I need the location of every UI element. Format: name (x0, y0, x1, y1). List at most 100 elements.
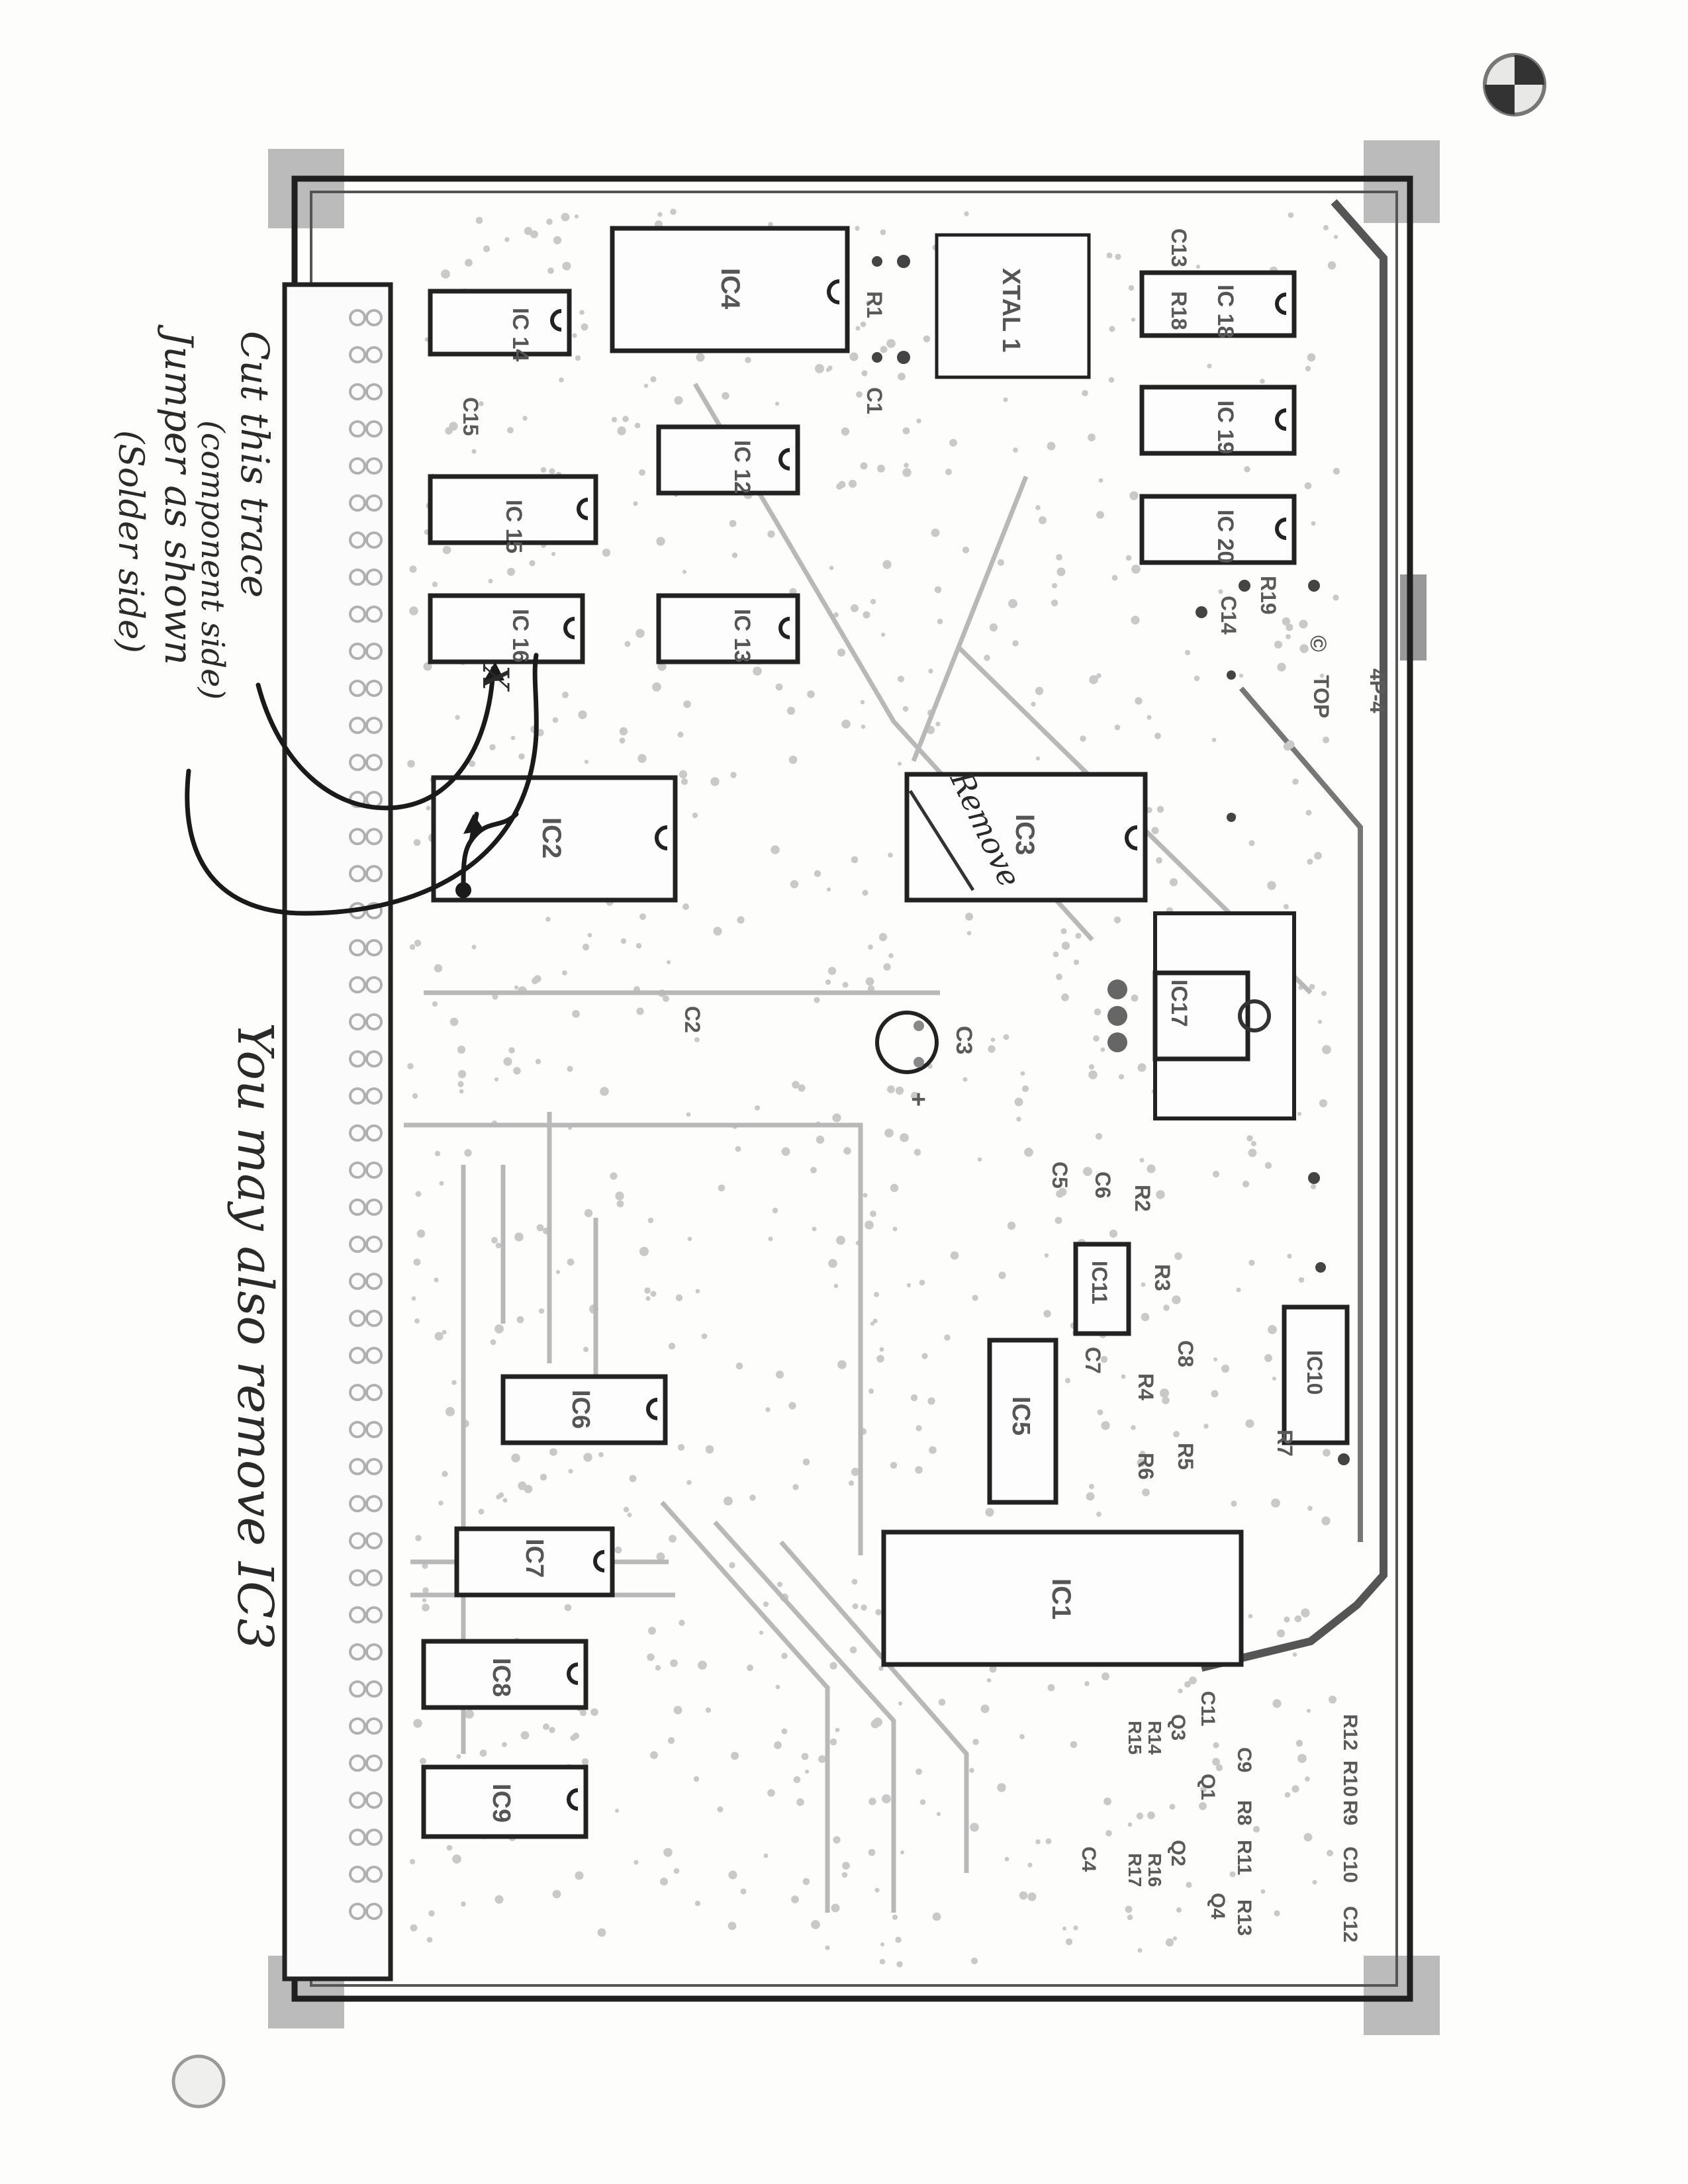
via-dot (465, 259, 473, 267)
edge-pad (365, 939, 383, 956)
via-dot (1065, 1378, 1070, 1383)
via-dot (1137, 1948, 1143, 1953)
via-dot (972, 1295, 978, 1301)
via-dot (503, 1057, 512, 1066)
via-dot (490, 1339, 496, 1345)
via-dot (837, 648, 846, 657)
edge-pad (365, 1347, 383, 1364)
edge-pad (349, 346, 366, 363)
via-dot (1248, 1148, 1257, 1158)
via-dot (643, 383, 649, 388)
via-dot (636, 1007, 644, 1015)
via-dot (1307, 1506, 1313, 1511)
edge-pad (365, 1161, 383, 1179)
via-dot (1174, 1252, 1182, 1260)
edge-pad (349, 865, 366, 882)
via-dot (1003, 1034, 1009, 1040)
label-r7: R7 (1273, 1430, 1297, 1457)
via-dot (910, 1394, 918, 1402)
via-dot (792, 1081, 800, 1089)
via-dot (831, 1903, 840, 1913)
via-dot (832, 1113, 841, 1122)
via-dot (1101, 1421, 1110, 1430)
via-dot (1307, 353, 1316, 362)
via-dot (1327, 261, 1336, 270)
via-dot (412, 1093, 418, 1099)
via-dot (763, 1601, 769, 1608)
label-top: TOP (1309, 675, 1333, 718)
ic4-body (610, 226, 850, 353)
via-dot (1231, 1500, 1237, 1507)
label-c13: C13 (1167, 228, 1191, 267)
via-dot (1251, 1141, 1256, 1146)
via-dot (781, 1653, 788, 1659)
note-remove-ic3: You may also remove IC3 (226, 1023, 283, 1650)
via-dot (1019, 1734, 1025, 1739)
label-r14: R14 (1145, 1721, 1165, 1755)
via-dot (434, 1150, 441, 1157)
via-dot (410, 1924, 418, 1932)
via-dot (1097, 1409, 1103, 1416)
via-dot (814, 997, 820, 1003)
ic3-body (904, 772, 1148, 903)
via-dot (1307, 1709, 1311, 1713)
via-dot (1080, 735, 1086, 742)
via-dot (1082, 390, 1088, 396)
via-dot (970, 1957, 978, 1965)
via-dot (1303, 1833, 1313, 1842)
label-ic20: IC 20 (1213, 510, 1238, 563)
via-dot (1098, 478, 1103, 483)
edge-pad (365, 420, 383, 437)
via-dot (1333, 594, 1339, 601)
via-dot (1327, 1850, 1333, 1856)
label-c1: C1 (863, 387, 886, 414)
via-dot (1298, 1277, 1305, 1283)
via-dot (1133, 1749, 1139, 1754)
via-dot (895, 1086, 904, 1095)
via-dot (464, 1149, 472, 1157)
via-dot (1073, 1925, 1078, 1931)
via-dot (848, 1480, 855, 1486)
via-dot (927, 1397, 935, 1405)
via-dot (1321, 991, 1327, 996)
via-dot (1094, 1008, 1102, 1016)
via-dot (1260, 1889, 1266, 1894)
edge-pad (349, 1310, 366, 1327)
via-dot (1139, 1450, 1146, 1457)
via-dot (872, 1318, 878, 1324)
via-dot (656, 537, 665, 546)
label-r10: R10 (1339, 1760, 1361, 1797)
via-dot (990, 1037, 996, 1042)
via-dot (614, 1546, 622, 1554)
via-dot (506, 567, 516, 576)
via-dot (1053, 951, 1059, 958)
label-r17: R17 (1125, 1853, 1145, 1887)
via-dot (1056, 1190, 1064, 1198)
label-ic2: IC2 (537, 817, 566, 858)
via-dot (1114, 724, 1121, 731)
via-dot (545, 917, 551, 922)
via-dot (1229, 1871, 1236, 1878)
via-dot (670, 1659, 678, 1667)
via-dot (1100, 1355, 1108, 1363)
via-dot (1248, 1259, 1255, 1266)
label-ic14: IC 14 (508, 308, 533, 361)
edge-pad (349, 1050, 366, 1068)
via-dot (1333, 234, 1338, 240)
via-dot (786, 706, 796, 715)
via-dot (583, 1453, 592, 1462)
via-dot (669, 1535, 677, 1543)
via-dot (1213, 1742, 1219, 1749)
via-dot (888, 953, 894, 958)
via-dot (852, 1603, 859, 1610)
via-dot (698, 1661, 707, 1670)
via-dot (1172, 1936, 1178, 1941)
edge-pad (349, 828, 366, 845)
via-dot (478, 1508, 485, 1515)
via-dot (1088, 1070, 1098, 1079)
via-dot (1207, 363, 1212, 369)
via-dot (677, 1443, 685, 1451)
via-dot (774, 1741, 782, 1749)
edge-pad (349, 606, 366, 623)
via-dot (777, 1582, 782, 1587)
